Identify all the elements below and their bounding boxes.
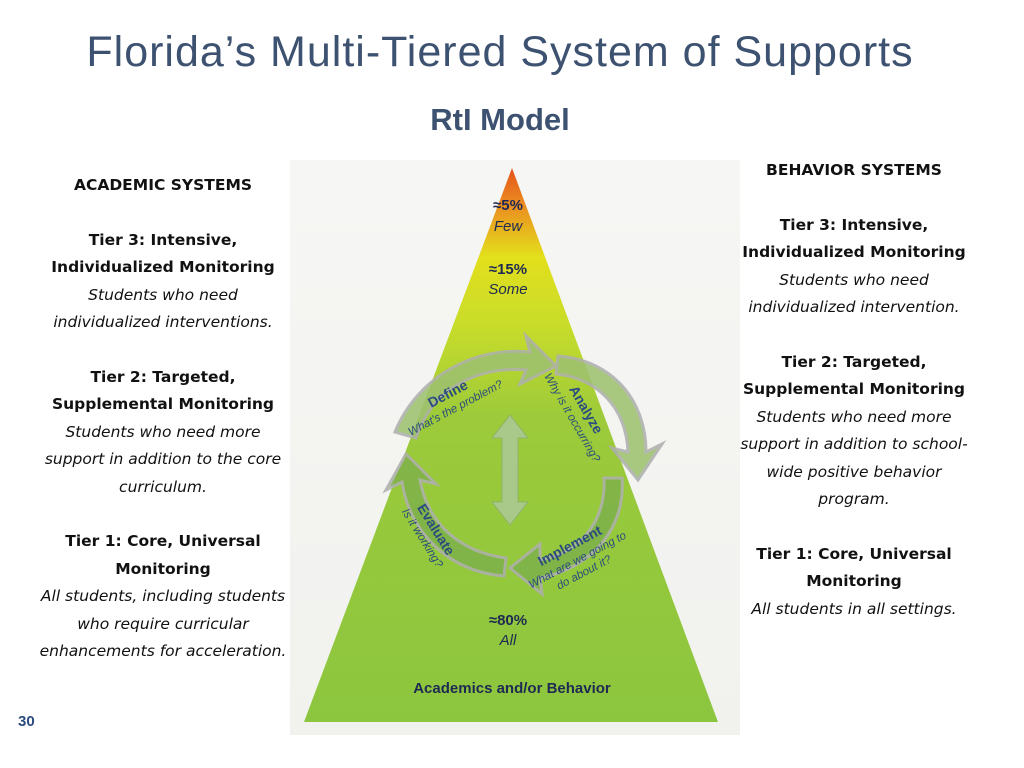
behavior-tier3-desc-line2: individualized intervention.	[748, 298, 960, 316]
rti-pyramid-diagram: ≈5% Few ≈15% Some ≈80% All Academics and…	[290, 160, 740, 735]
academic-tier1-desc-line2: who require curricular	[77, 614, 249, 633]
academic-tier1-desc-line1: All students, including students	[40, 587, 286, 605]
behavior-tier3-desc-line1: Students who need	[779, 270, 929, 289]
tier1-label: All	[499, 632, 517, 649]
behavior-tier3-title-line1: Tier 3: Intensive,	[779, 215, 929, 234]
behavior-systems-column: BEHAVIOR SYSTEMS Tier 3: Intensive, Indi…	[722, 157, 986, 623]
behavior-tier2-desc-line4: program.	[818, 490, 890, 508]
academic-tier1-desc-line3: enhancements for acceleration.	[39, 642, 287, 660]
analyze-arrow	[554, 354, 667, 483]
academic-tier1-title-line1: Tier 1: Core, Universal	[65, 532, 261, 550]
academic-tier3-desc-line1: Students who need	[88, 285, 238, 304]
behavior-tier2-desc-line1: Students who need more	[756, 407, 952, 426]
page-number: 30	[18, 713, 35, 730]
academic-tier3-desc-line2: individualized interventions.	[53, 313, 273, 331]
academic-tier2-title-line2: Supplemental Monitoring	[51, 395, 275, 413]
slide-subtitle: RtI Model	[430, 102, 570, 137]
behavior-heading: BEHAVIOR SYSTEMS	[766, 161, 942, 179]
academic-tier1-title-line2: Monitoring	[115, 559, 211, 578]
tier3-label: Few	[494, 218, 524, 235]
implement-arrow	[507, 476, 624, 598]
behavior-tier2-title-line2: Supplemental Monitoring	[742, 380, 966, 398]
tier3-percent: ≈5%	[493, 197, 523, 214]
academic-tier2-desc-line3: curriculum.	[119, 477, 207, 496]
behavior-tier2-desc-line3: wide positive behavior	[766, 462, 942, 481]
academic-heading: ACADEMIC SYSTEMS	[73, 176, 253, 194]
academic-tier3-title-line2: Individualized Monitoring	[51, 258, 275, 276]
behavior-tier2-desc-line2: support in addition to school-	[740, 435, 968, 453]
double-arrow-icon	[490, 414, 530, 526]
behavior-tier2-title-line1: Tier 2: Targeted,	[781, 352, 927, 371]
tier1-percent: ≈80%	[489, 612, 527, 629]
academic-tier3-title-line1: Tier 3: Intensive,	[88, 230, 238, 249]
academic-tier2-desc-line2: support in addition to the core	[44, 450, 282, 468]
tier2-percent: ≈15%	[489, 261, 527, 278]
behavior-tier1-desc: All students in all settings.	[751, 599, 957, 618]
pyramid-base-label: Academics and/or Behavior	[413, 680, 611, 697]
evaluate-arrow	[382, 451, 508, 578]
behavior-tier3-title-line2: Individualized Monitoring	[742, 243, 966, 261]
behavior-tier1-title-line1: Tier 1: Core, Universal	[756, 544, 952, 563]
academic-tier2-title-line1: Tier 2: Targeted,	[90, 367, 236, 386]
problem-solving-cycle	[382, 331, 667, 598]
academic-systems-column: ACADEMIC SYSTEMS Tier 3: Intensive, Indi…	[22, 172, 304, 666]
academic-tier2-desc-line1: Students who need more	[65, 422, 261, 441]
tier2-label: Some	[488, 281, 527, 298]
behavior-tier1-title-line2: Monitoring	[806, 572, 902, 590]
slide-title: Florida’s Multi-Tiered System of Support…	[86, 28, 914, 76]
